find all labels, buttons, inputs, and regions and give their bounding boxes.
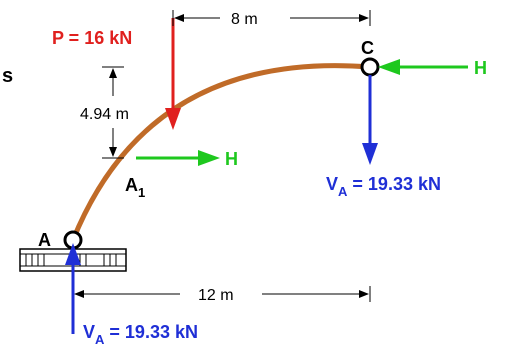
point-a1-subscript: 1 <box>138 185 145 200</box>
point-c-label: C <box>361 38 374 58</box>
height-label: 4.94 m <box>80 106 129 123</box>
top-span-label: 8 m <box>231 11 258 28</box>
load-label: P = 16 kN <box>52 28 132 48</box>
point-a1-label: A1 <box>125 175 145 200</box>
reaction-c-subscript: A <box>338 184 348 199</box>
bottom-span-dimension <box>74 286 371 302</box>
reaction-arrow-c <box>362 75 378 165</box>
height-dimension <box>102 66 124 159</box>
point-a-label: A <box>38 230 51 250</box>
reaction-arrow-a <box>65 243 81 334</box>
thrust-arrow-a1 <box>136 150 220 166</box>
top-span-dimension <box>172 10 371 26</box>
bottom-span-label: 12 m <box>198 287 234 304</box>
load-arrow <box>165 18 181 130</box>
thrust-label-c: H <box>474 58 487 78</box>
edge-fragment-text: s <box>2 65 13 87</box>
thrust-arrow-c <box>378 59 468 75</box>
reaction-a-subscript: A <box>95 332 105 347</box>
reaction-label-a: VA = 19.33 kN <box>83 322 198 347</box>
hinge-c <box>360 57 380 77</box>
arch-curve <box>70 63 373 243</box>
reaction-a-value: = 19.33 kN <box>104 322 198 342</box>
reaction-c-value: = 19.33 kN <box>347 174 441 194</box>
thrust-label-a1: H <box>225 149 238 169</box>
reaction-label-c: VA = 19.33 kN <box>326 174 441 199</box>
